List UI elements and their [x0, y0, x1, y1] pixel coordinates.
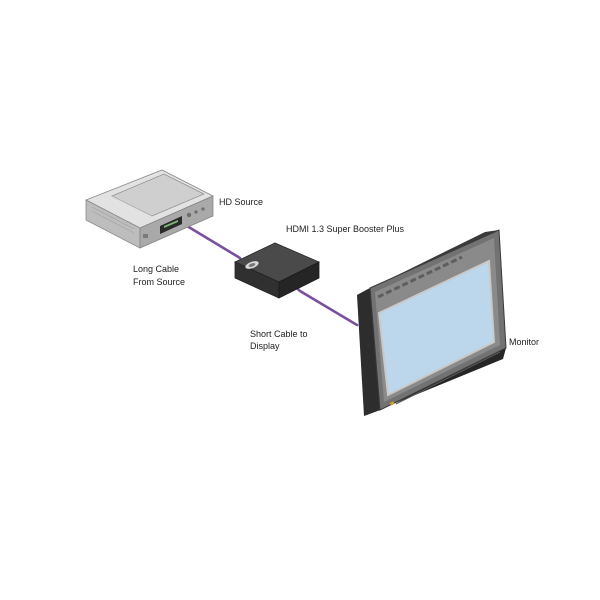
short-cable-label-line1: Short Cable to [250, 329, 308, 339]
long-cable-label-line2: From Source [133, 277, 185, 287]
monitor-label: Monitor [509, 337, 539, 347]
flat-panel-monitor-icon [357, 229, 507, 416]
av-receiver-icon [85, 169, 214, 249]
short-cable-label-line2: Display [250, 341, 280, 351]
long-cable-label-line1: Long Cable [133, 264, 179, 274]
short-cable [288, 280, 359, 327]
long-cable [185, 224, 242, 260]
booster-label: HDMI 1.3 Super Booster Plus [286, 224, 405, 234]
signal-booster-box-icon [234, 242, 320, 299]
hd-source-label: HD Source [219, 197, 263, 207]
